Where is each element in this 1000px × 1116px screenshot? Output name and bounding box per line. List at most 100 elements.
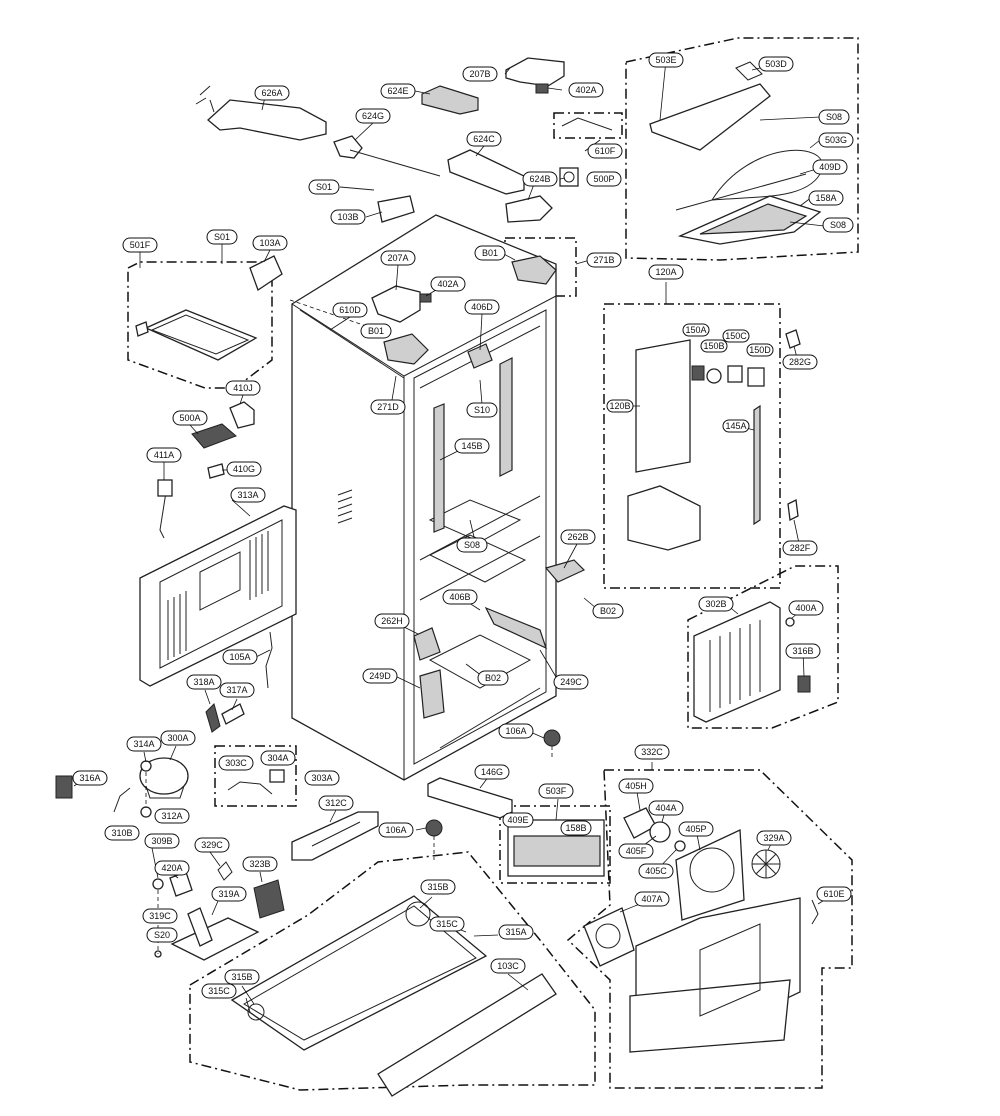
label-329c[interactable]: 329C	[194, 837, 230, 853]
label-103b[interactable]: 103B	[330, 209, 366, 225]
label-500p[interactable]: 500P	[586, 171, 622, 187]
label-s01-top[interactable]: S01	[308, 179, 340, 195]
label-503f[interactable]: 503F	[538, 783, 574, 799]
label-310b[interactable]: 310B	[104, 825, 140, 841]
label-315a[interactable]: 315A	[498, 924, 534, 940]
label-503g[interactable]: 503G	[818, 132, 854, 148]
label-315c-upper[interactable]: 315C	[429, 916, 465, 932]
label-624e[interactable]: 624E	[380, 83, 416, 99]
label-315c-lower[interactable]: 315C	[201, 983, 237, 999]
svg-text:405F: 405F	[626, 846, 647, 856]
label-329a[interactable]: 329A	[756, 830, 792, 846]
label-406d[interactable]: 406D	[464, 299, 500, 315]
label-405c[interactable]: 405C	[638, 863, 674, 879]
label-503d[interactable]: 503D	[758, 56, 794, 72]
label-b02-left[interactable]: B02	[477, 670, 509, 686]
label-405p[interactable]: 405P	[678, 821, 714, 837]
label-150d[interactable]: 150D	[746, 343, 774, 357]
label-405f[interactable]: 405F	[618, 843, 654, 859]
label-332c[interactable]: 332C	[634, 744, 670, 760]
label-610f[interactable]: 610F	[587, 143, 623, 159]
label-314a[interactable]: 314A	[126, 736, 162, 752]
label-316b[interactable]: 316B	[785, 643, 821, 659]
label-316a[interactable]: 316A	[72, 770, 108, 786]
label-409e[interactable]: 409E	[502, 812, 534, 828]
label-303a[interactable]: 303A	[304, 770, 340, 786]
label-410j[interactable]: 410J	[225, 380, 261, 396]
label-271b[interactable]: 271B	[586, 252, 622, 268]
label-302b[interactable]: 302B	[698, 596, 734, 612]
label-300a[interactable]: 300A	[160, 730, 196, 746]
label-309b[interactable]: 309B	[144, 833, 180, 849]
label-s08-bottom[interactable]: S08	[822, 217, 854, 233]
label-323b[interactable]: 323B	[242, 856, 278, 872]
label-315b-lower[interactable]: 315B	[224, 969, 260, 985]
label-312a[interactable]: 312A	[154, 808, 190, 824]
label-411a[interactable]: 411A	[146, 447, 182, 463]
label-s10[interactable]: S10	[466, 402, 498, 418]
label-145b[interactable]: 145B	[454, 438, 490, 454]
label-105a[interactable]: 105A	[222, 649, 258, 665]
part-400a	[785, 617, 795, 627]
label-145a[interactable]: 145A	[722, 419, 750, 433]
label-610e[interactable]: 610E	[816, 886, 852, 902]
label-249d[interactable]: 249D	[362, 668, 398, 684]
label-b02-right[interactable]: B02	[592, 603, 624, 619]
label-319c[interactable]: 319C	[142, 908, 178, 924]
label-312c[interactable]: 312C	[318, 795, 354, 811]
label-410g[interactable]: 410G	[226, 461, 262, 477]
label-402a-top[interactable]: 402A	[568, 82, 604, 98]
label-400a[interactable]: 400A	[788, 600, 824, 616]
label-313a[interactable]: 313A	[230, 487, 266, 503]
label-s08-top[interactable]: S08	[818, 109, 850, 125]
label-207a[interactable]: 207A	[380, 250, 416, 266]
label-150b[interactable]: 150B	[700, 339, 728, 353]
label-624c[interactable]: 624C	[466, 131, 502, 147]
label-420a[interactable]: 420A	[154, 860, 190, 876]
label-103a[interactable]: 103A	[252, 235, 288, 251]
label-120b[interactable]: 120B	[606, 399, 634, 413]
svg-text:158A: 158A	[815, 193, 836, 203]
label-158b[interactable]: 158B	[560, 820, 592, 836]
label-624g[interactable]: 624G	[355, 108, 391, 124]
label-150c[interactable]: 150C	[722, 329, 750, 343]
label-610d[interactable]: 610D	[332, 302, 368, 318]
label-315b-upper[interactable]: 315B	[420, 879, 456, 895]
part-150a	[691, 365, 705, 381]
label-s20[interactable]: S20	[146, 927, 178, 943]
label-150a[interactable]: 150A	[682, 323, 710, 337]
label-103c[interactable]: 103C	[490, 958, 526, 974]
label-626a[interactable]: 626A	[254, 85, 290, 101]
label-106a-lower[interactable]: 106A	[378, 822, 414, 838]
label-158a[interactable]: 158A	[808, 190, 844, 206]
label-624b[interactable]: 624B	[522, 171, 558, 187]
label-262h[interactable]: 262H	[374, 613, 410, 629]
label-503e[interactable]: 503E	[648, 52, 684, 68]
label-319a[interactable]: 319A	[211, 886, 247, 902]
label-271d[interactable]: 271D	[370, 399, 406, 415]
label-303c[interactable]: 303C	[218, 755, 254, 771]
label-404a[interactable]: 404A	[648, 800, 684, 816]
label-b01-right[interactable]: B01	[474, 245, 506, 261]
label-405h[interactable]: 405H	[618, 778, 654, 794]
label-406b[interactable]: 406B	[442, 589, 478, 605]
label-282g[interactable]: 282G	[782, 354, 818, 370]
label-s08-cabinet[interactable]: S08	[456, 537, 488, 553]
label-304a[interactable]: 304A	[260, 750, 296, 766]
label-317a[interactable]: 317A	[219, 682, 255, 698]
label-409d[interactable]: 409D	[812, 159, 848, 175]
label-318a[interactable]: 318A	[186, 674, 222, 690]
label-249c[interactable]: 249C	[553, 674, 589, 690]
label-407a[interactable]: 407A	[634, 891, 670, 907]
label-s01-left[interactable]: S01	[206, 229, 238, 245]
label-501f[interactable]: 501F	[122, 237, 158, 253]
label-262b[interactable]: 262B	[560, 529, 596, 545]
label-500a[interactable]: 500A	[172, 410, 208, 426]
label-402a-mid[interactable]: 402A	[430, 276, 466, 292]
label-120a[interactable]: 120A	[648, 264, 684, 280]
label-146g[interactable]: 146G	[474, 764, 510, 780]
label-207b[interactable]: 207B	[462, 66, 498, 82]
label-b01-left[interactable]: B01	[360, 323, 392, 339]
label-106a-upper[interactable]: 106A	[498, 723, 534, 739]
label-282f[interactable]: 282F	[782, 540, 818, 556]
